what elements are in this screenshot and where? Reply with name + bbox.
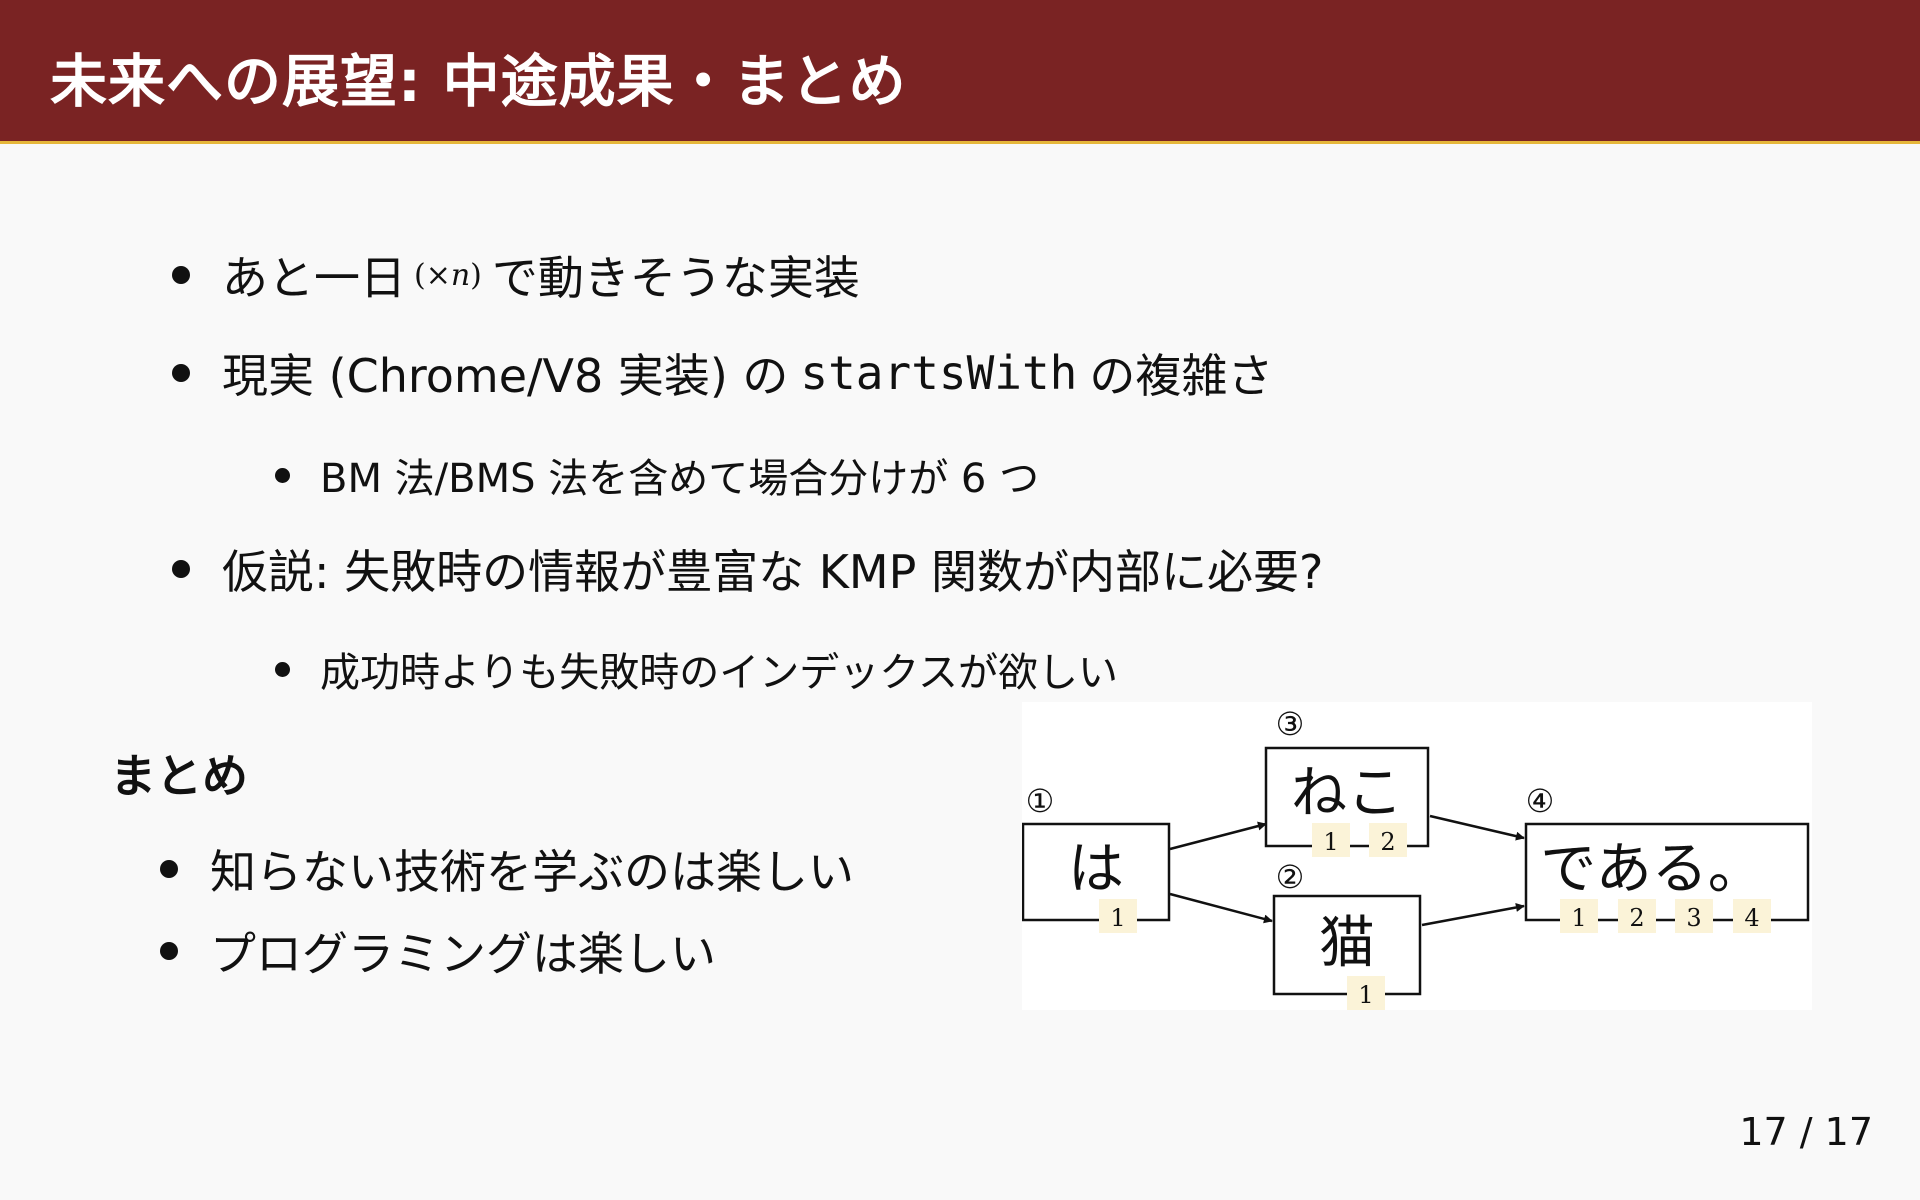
bullet-outlook-3-sub: 成功時よりも失敗時のインデックスが欲しい — [275, 640, 1118, 698]
math-expression: (×n) — [414, 257, 482, 293]
index-box — [1347, 976, 1385, 1010]
node-text: 猫 — [1319, 911, 1375, 976]
code-term: startsWith — [800, 346, 1078, 400]
index-box — [1733, 899, 1771, 933]
bullet-dot-icon — [275, 467, 290, 483]
bullet-dot-icon — [172, 560, 190, 578]
bullet-text: BM 法/BMS 法を含めて場合分けが 6 つ — [320, 456, 1040, 502]
edge-neko-dearu — [1429, 814, 1525, 841]
slide-title: 未来への展望: 中途成果・まとめ — [50, 49, 907, 115]
lattice-node-dearu: ④ である。 1 2 3 4 — [1524, 782, 1810, 933]
index-label: 1 — [1323, 828, 1338, 856]
edge-ha-neko — [1169, 821, 1267, 851]
bullet-outlook-2: 現実 (Chrome/V8 実装) の startsWith の複雑さ — [172, 340, 1273, 406]
node-text: は — [1068, 837, 1124, 902]
lattice-node-neko: ③ ねこ 1 2 — [1264, 705, 1430, 857]
bullet-text: 仮説: 失敗時の情報が豊富な KMP 関数が内部に必要? — [222, 545, 1324, 599]
bullet-text: 知らない技術を学ぶのは楽しい — [210, 845, 854, 899]
bullet-dot-icon — [172, 364, 190, 382]
node-number-label: ① — [1026, 782, 1055, 820]
index-box — [1560, 899, 1598, 933]
summary-heading: まとめ — [110, 749, 248, 803]
bullet-summary-2: プログラミングは楽しい — [160, 918, 716, 984]
edge-neko-kanji-dearu — [1421, 903, 1525, 927]
index-label: 4 — [1744, 904, 1759, 932]
lattice-node-ha: ① は 1 — [1022, 782, 1171, 933]
bullet-outlook-3: 仮説: 失敗時の情報が豊富な KMP 関数が内部に必要? — [172, 536, 1323, 602]
bullet-text: 成功時よりも失敗時のインデックスが欲しい — [320, 650, 1118, 696]
index-box — [1099, 899, 1137, 933]
index-label: 1 — [1110, 904, 1125, 932]
node-text: である。 — [1540, 837, 1763, 902]
node-number-label: ④ — [1526, 782, 1555, 820]
bullet-text: プログラミングは楽しい — [210, 927, 716, 981]
bullet-dot-icon — [160, 942, 178, 960]
bullet-dot-icon — [172, 266, 190, 284]
index-label: 2 — [1629, 904, 1644, 932]
bullet-text: あと一日 — [222, 251, 406, 305]
bullet-text: 現実 (Chrome/V8 実装) の — [222, 349, 789, 403]
node-number-label: ② — [1276, 858, 1305, 896]
edge-ha-neko-kanji — [1169, 892, 1273, 924]
index-label: 2 — [1380, 828, 1395, 856]
index-label: 1 — [1571, 904, 1586, 932]
index-box — [1675, 899, 1713, 933]
index-box — [1618, 899, 1656, 933]
page-number: 17 / 17 — [1739, 1110, 1873, 1154]
bullet-summary-1: 知らない技術を学ぶのは楽しい — [160, 836, 854, 902]
node-number-label: ③ — [1276, 705, 1305, 743]
bullet-dot-icon — [160, 860, 178, 878]
node-box — [1022, 822, 1171, 922]
bullet-outlook-1: あと一日 (×n) で動きそうな実装 — [172, 242, 860, 308]
bullet-dot-icon — [275, 661, 290, 677]
node-text: ねこ — [1291, 761, 1403, 826]
index-box — [1312, 823, 1350, 857]
header-rule — [0, 141, 1920, 144]
index-label: 3 — [1686, 904, 1701, 932]
lattice-diagram: ① は 1 ③ ねこ 1 2 ② 猫 1 ④ である。 1 2 3 4 — [1022, 702, 1812, 1010]
index-label: 1 — [1358, 981, 1373, 1009]
index-box — [1369, 823, 1407, 857]
lattice-node-neko-kanji: ② 猫 1 — [1272, 858, 1422, 1010]
bullet-outlook-2-sub: BM 法/BMS 法を含めて場合分けが 6 つ — [275, 446, 1039, 504]
bullet-text: の複雑さ — [1089, 349, 1274, 403]
bullet-text: で動きそうな実装 — [491, 251, 860, 305]
slide-header: 未来への展望: 中途成果・まとめ — [0, 0, 1920, 141]
